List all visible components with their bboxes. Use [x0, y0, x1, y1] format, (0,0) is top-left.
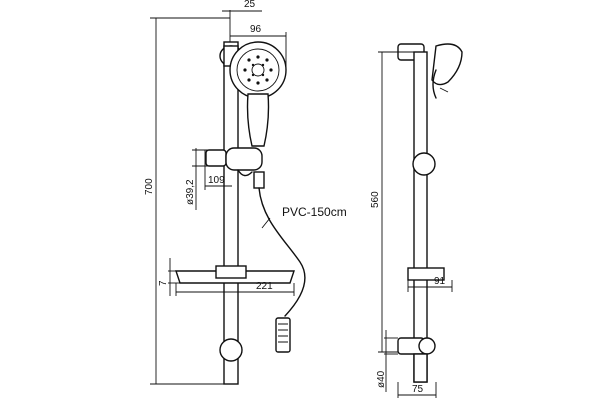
dim-holder-depth: 109 [208, 175, 225, 186]
hose-connector-top [253, 171, 265, 189]
dim-head-width: 96 [250, 24, 262, 35]
hose-nut [275, 317, 291, 353]
side-shower-head [431, 43, 463, 86]
side-bottom-cap [418, 337, 436, 355]
dim-top-offset: 25 [244, 0, 256, 10]
hose-leader [261, 217, 271, 229]
side-holder [412, 152, 436, 176]
side-bar-bottom [413, 353, 428, 383]
bottom-bracket [219, 338, 243, 362]
holder-clamp [225, 147, 263, 171]
dim-holder-diameter: ø39,2 [185, 179, 196, 205]
dim-shelf-height: 7 [158, 280, 169, 286]
dim-shelf-depth: 91 [434, 276, 446, 287]
holder-bottom [237, 169, 253, 177]
shelf-clamp [215, 265, 247, 279]
slide-bar [223, 41, 239, 385]
shower-head [229, 41, 287, 99]
shower-head-center [251, 63, 265, 77]
shower-handle [246, 93, 270, 147]
side-handle-curve [432, 69, 437, 99]
side-handle-tip [439, 87, 449, 93]
side-shelf [407, 267, 445, 281]
dim-bracket-diameter: ø40 [376, 370, 387, 388]
shower-head-inner-ring [236, 48, 280, 92]
front-view: 25 700 96 [144, 0, 347, 385]
dim-bar-height: 560 [370, 191, 381, 208]
side-view: 560 91 ø40 75 [370, 43, 463, 398]
hose-nut-ribs [278, 323, 288, 343]
dim-shelf-width: 221 [256, 281, 273, 292]
nozzle-dots [243, 55, 273, 85]
dim-bracket-depth: 75 [412, 384, 424, 395]
hose-label: PVC-150cm [282, 205, 347, 219]
hose [258, 187, 306, 317]
dim-total-height: 700 [144, 178, 155, 195]
holder-body [205, 149, 227, 167]
side-bar [413, 51, 428, 383]
